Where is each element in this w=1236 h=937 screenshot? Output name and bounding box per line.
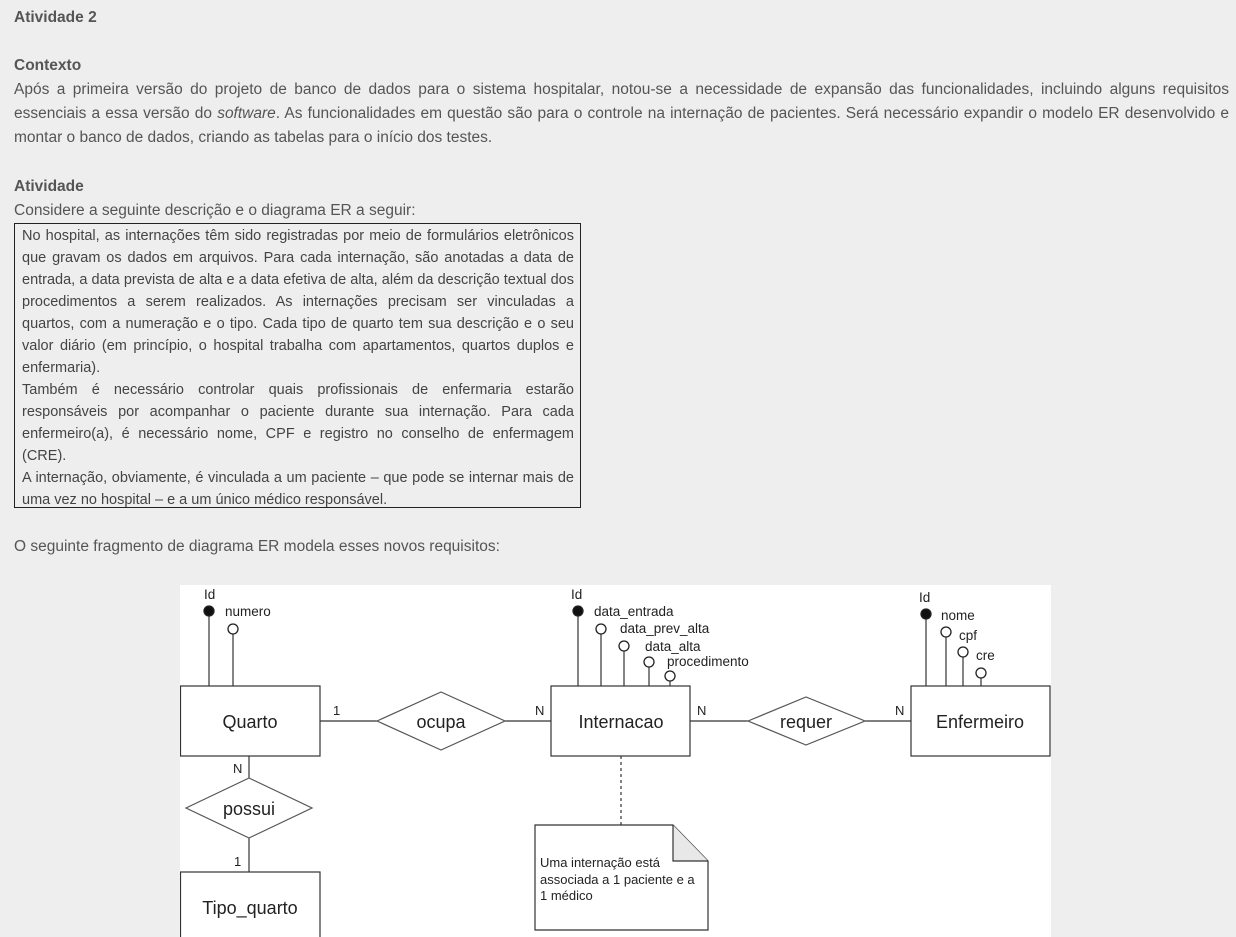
note-line-1: Uma internação está — [540, 855, 661, 870]
entity-enfermeiro-box — [910, 685, 1051, 757]
attr-internacao-data-prev-alta: data_prev_alta — [620, 621, 710, 636]
attr-internacao-procedimento: procedimento — [667, 654, 749, 669]
relationship-requer-diamond — [746, 696, 867, 746]
description-paragraph-2: Também é necessário controlar quais prof… — [22, 382, 574, 464]
relationship-possui-diamond — [184, 777, 314, 839]
attr-key-circle-enfermeiro-id — [920, 608, 932, 620]
attr-enfermeiro-id: Id — [919, 590, 930, 605]
entity-tipo-quarto: Tipo_quarto — [202, 898, 297, 919]
attr-internacao-id: Id — [571, 587, 582, 602]
er-diagram-svg: Quarto Internacao Enfermeiro Tipo_quarto… — [180, 587, 1051, 937]
attr-enfermeiro-cre: cre — [976, 648, 995, 663]
attr-quarto-id: Id — [204, 587, 215, 602]
activity-intro: Considere a seguinte descrição e o diagr… — [14, 202, 416, 219]
attr-enfermeiro-cpf: cpf — [959, 628, 977, 643]
attr-internacao-data-entrada: data_entrada — [594, 604, 674, 619]
attr-circle-internacao-data-prev-alta — [618, 640, 630, 652]
attr-key-circle-internacao-id — [572, 605, 584, 617]
relationship-ocupa: ocupa — [416, 712, 466, 732]
entity-tipo-quarto-box — [180, 871, 321, 937]
attr-circle-enfermeiro-cpf — [957, 646, 969, 658]
attr-circle-enfermeiro-cre — [975, 667, 987, 679]
entity-internacao-box — [550, 685, 691, 757]
card-ocupa-internacao: N — [535, 703, 544, 718]
relationship-ocupa-diamond — [375, 691, 507, 751]
entity-quarto-box — [180, 685, 321, 757]
entity-internacao: Internacao — [578, 712, 663, 732]
page-title: Atividade 2 — [14, 9, 97, 26]
context-paragraph: Após a primeira versão do projeto de ban… — [14, 78, 1229, 150]
er-diagram: Quarto Internacao Enfermeiro Tipo_quarto… — [180, 585, 1051, 937]
context-heading: Contexto — [14, 57, 82, 74]
context-text-before: Após a primeira versão do projeto de ban… — [14, 81, 1229, 122]
card-quarto-ocupa: 1 — [333, 703, 340, 718]
note-shape — [534, 824, 709, 931]
note-fold — [672, 825, 708, 862]
attr-enfermeiro-nome: nome — [941, 608, 975, 623]
description-box: No hospital, as internações têm sido reg… — [14, 223, 581, 508]
relationship-requer: requer — [780, 712, 832, 732]
attr-circle-internacao-data-entrada — [595, 623, 607, 635]
description-paragraph-3: A internação, obviamente, é vinculada a … — [22, 470, 574, 508]
attr-circle-enfermeiro-nome — [940, 626, 952, 638]
card-possui-tipo: 1 — [234, 854, 241, 869]
context-text-after: . As funcionalidades em questão são para… — [14, 105, 1230, 146]
entity-enfermeiro: Enfermeiro — [936, 712, 1024, 732]
description-paragraph-1: No hospital, as internações têm sido reg… — [22, 228, 574, 376]
context-text-italic: software — [217, 105, 276, 122]
attr-quarto-numero: numero — [225, 604, 271, 619]
card-quarto-possui: N — [233, 761, 242, 776]
card-internacao-requer: N — [697, 703, 706, 718]
attr-circle-quarto-numero — [227, 623, 239, 635]
activity-heading: Atividade — [14, 178, 84, 195]
entity-quarto: Quarto — [222, 712, 277, 732]
card-requer-enfermeiro: N — [895, 703, 904, 718]
attr-key-circle-quarto-id — [203, 605, 215, 617]
attr-internacao-data-alta: data_alta — [645, 639, 701, 654]
attr-circle-internacao-data-alta — [643, 656, 655, 668]
note-line-3: 1 médico — [540, 888, 593, 903]
attr-circle-internacao-procedimento — [664, 670, 676, 682]
note-line-2: associada a 1 paciente e a — [540, 872, 695, 887]
relationship-possui: possui — [223, 799, 275, 819]
fragment-intro: O seguinte fragmento de diagrama ER mode… — [14, 538, 500, 555]
